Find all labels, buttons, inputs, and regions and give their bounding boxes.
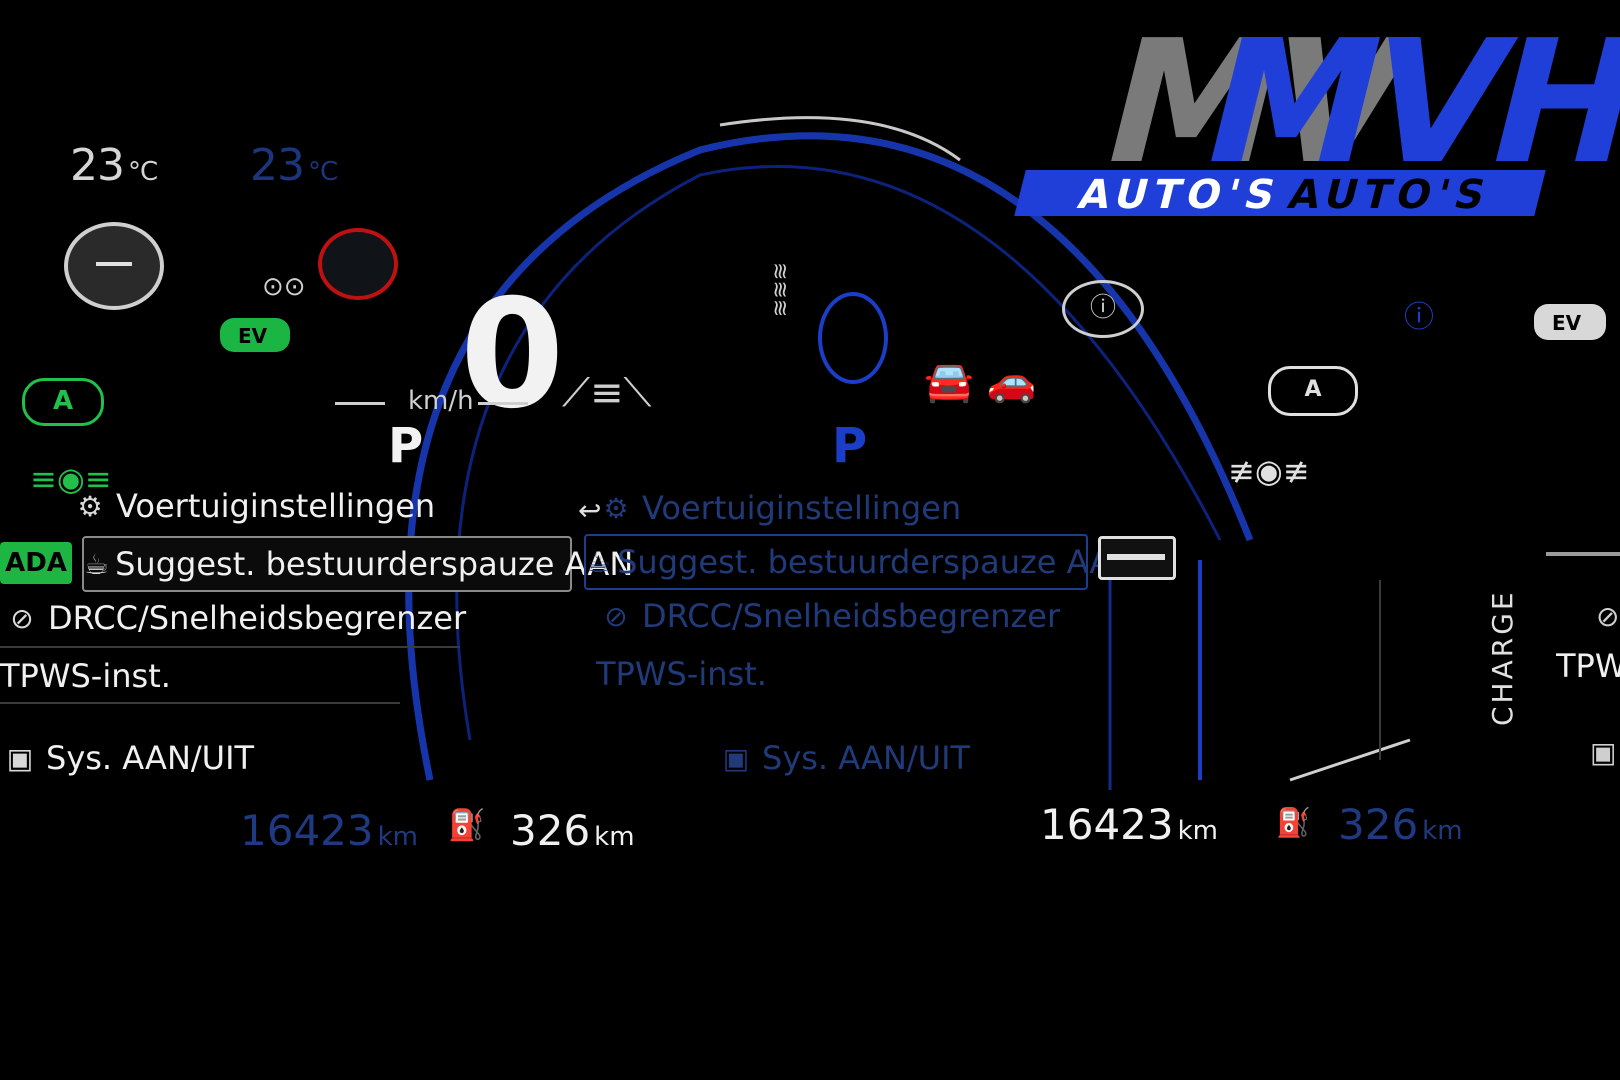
- lane-assist-icon: ⟋≡⟍: [562, 370, 652, 416]
- ghost-cruise-control-icon: ⊘: [604, 599, 628, 633]
- ghost-warning-circle-icon: [818, 292, 888, 384]
- right-tpws-item: TPWS-inst.: [1556, 640, 1620, 692]
- driver-pause-toggle[interactable]: [1098, 536, 1176, 580]
- ghost-menu-item-system: ▣ Sys. AAN/UIT: [716, 732, 1016, 784]
- ghost-car-settings-icon: ⚙: [603, 491, 629, 525]
- menu-item-tpws[interactable]: TPWS-inst.: [0, 650, 440, 702]
- odometer-unit: km: [1177, 816, 1218, 846]
- range-unit: km: [1422, 816, 1463, 846]
- menu-item-label: Suggest. bestuurderspauze AAN: [115, 545, 634, 583]
- ev-mode-icon: EV: [220, 318, 290, 352]
- ghost-info-icon: ⓘ: [1404, 300, 1434, 335]
- ghost-menu-item-drcc: ⊘ DRCC/Snelheidsbegrenzer: [596, 590, 1096, 642]
- menu-item-label: TPWS-inst.: [0, 657, 171, 695]
- cruise-control-icon: ⊘: [10, 601, 34, 635]
- range-value: 326: [1338, 800, 1419, 849]
- eco-indicator-icon: ⊙⊙: [262, 272, 306, 302]
- ev-mode-icon-right: EV: [1534, 304, 1606, 340]
- warning-circle-icon: [318, 228, 398, 300]
- gear-indicator-ghost: P: [832, 418, 868, 474]
- pre-collision-icon: 🚘 🚗: [924, 359, 1037, 405]
- ghost-driver-pause-icon: ☕: [586, 545, 612, 579]
- temperature-unit: °C: [128, 157, 158, 187]
- parking-brake-icon: [64, 222, 164, 310]
- menu-divider: [0, 646, 460, 648]
- outside-temperature-ghost: 23°C: [250, 140, 338, 191]
- menu-item-drcc[interactable]: ⊘ DRCC/Snelheidsbegrenzer: [2, 592, 482, 644]
- right-system-icon: ▣: [1590, 736, 1617, 769]
- auto-high-beam-icon: A: [22, 378, 104, 426]
- ghost-system-icon: ▣: [722, 741, 750, 775]
- ghost-menu-item-driver-pause: ☕Suggest. bestuurderspauze AAN: [584, 534, 1135, 590]
- odometer-unit: km: [377, 822, 418, 852]
- speed-line-left: [335, 402, 385, 405]
- menu-title-label: Voertuiginstellingen: [116, 487, 436, 525]
- menu-item-label: DRCC/Snelheidsbegrenzer: [48, 599, 467, 637]
- logo-word: AUTO'S: [1073, 172, 1286, 218]
- range-unit: km: [594, 822, 635, 852]
- right-tpws-label: TPWS-inst.: [1556, 647, 1620, 685]
- ada-label: ADA: [5, 548, 67, 578]
- logo-bar: AUTO'S AUTO'S: [1014, 170, 1546, 218]
- ghost-menu-item-label: Suggest. bestuurderspauze AAN: [617, 543, 1136, 581]
- fog-light-icon: ≢◉≢: [1228, 452, 1310, 490]
- temperature-unit: °C: [308, 157, 338, 187]
- menu-divider: [0, 702, 400, 704]
- car-settings-icon: ⚙: [77, 489, 103, 523]
- back-icon[interactable]: ↩: [578, 494, 602, 527]
- menu-title: ⚙ Voertuiginstellingen: [70, 480, 490, 532]
- speed-value: 0: [460, 268, 565, 442]
- menu-item-label: Sys. AAN/UIT: [46, 739, 255, 777]
- sensor-icon: ≋≋≋: [767, 262, 792, 318]
- logo-word-ghost: AUTO'S: [1283, 172, 1496, 218]
- fuel-pump-icon: ⛽: [448, 808, 486, 843]
- ghost-fuel-pump-icon: ⛽: [1276, 806, 1311, 839]
- parking-assist-icon: ⓘ: [1062, 280, 1144, 338]
- headlight-icon: ≡◉≡: [30, 460, 112, 498]
- ev-badge-text: EV: [238, 324, 268, 348]
- gear-indicator: P: [388, 418, 424, 474]
- ghost-menu-item-label: TPWS-inst.: [596, 655, 767, 693]
- ghost-menu-title: ⚙ Voertuiginstellingen: [596, 482, 1036, 534]
- charge-label: CHARGE: [1486, 589, 1519, 726]
- outside-temperature: 23°C: [70, 140, 158, 191]
- ghost-menu-item-label: DRCC/Snelheidsbegrenzer: [642, 597, 1061, 635]
- system-icon: ▣: [6, 741, 34, 775]
- ada-badge: ADA: [0, 542, 72, 584]
- range-value: 326: [510, 806, 591, 855]
- auto-high-beam-icon-right: A: [1268, 366, 1358, 416]
- ghost-menu-item-tpws: TPWS-inst.: [596, 648, 896, 700]
- speed-line-right: [478, 402, 528, 405]
- logo-letters: MVH: [1185, 4, 1620, 202]
- right-cruise-icon: ⊘: [1596, 600, 1620, 633]
- odometer-value: 16423: [240, 806, 374, 855]
- menu-item-driver-pause[interactable]: ☕Suggest. bestuurderspauze AAN: [82, 536, 633, 592]
- charge-divider: [1546, 552, 1620, 556]
- ghost-menu-title-label: Voertuiginstellingen: [642, 489, 962, 527]
- ev-badge-text-right: EV: [1552, 311, 1582, 335]
- driver-pause-icon: ☕: [84, 547, 110, 581]
- temperature-value: 23: [70, 140, 125, 191]
- odometer-value: 16423: [1040, 800, 1174, 849]
- temperature-value: 23: [250, 140, 305, 191]
- speed-unit: km/h: [408, 386, 474, 416]
- ghost-menu-item-label: Sys. AAN/UIT: [762, 739, 971, 777]
- menu-item-system[interactable]: ▣ Sys. AAN/UIT: [0, 732, 300, 784]
